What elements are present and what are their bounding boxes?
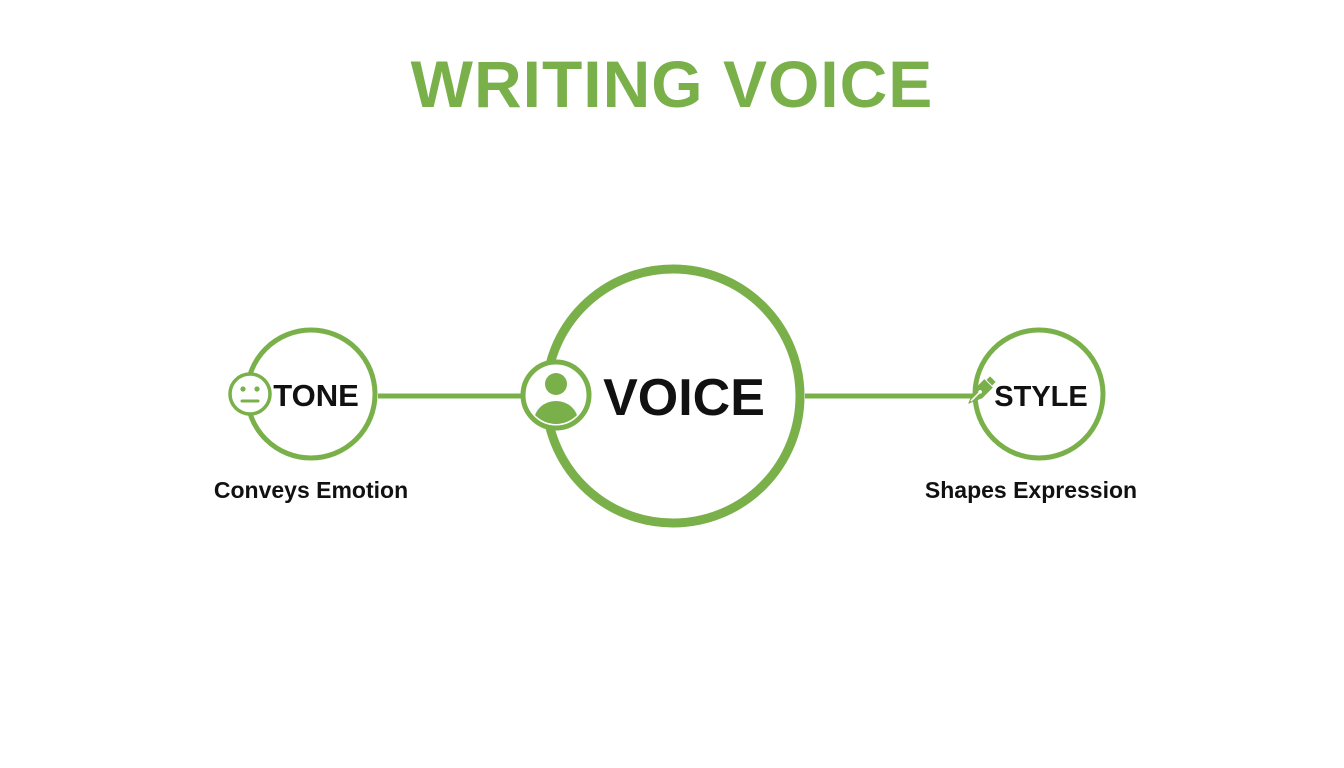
user-avatar-icon bbox=[520, 359, 592, 431]
voice-label: VOICE bbox=[603, 369, 765, 427]
tone-label: TONE bbox=[273, 378, 359, 413]
node-style: STYLE Shapes Expression bbox=[925, 327, 1137, 503]
page-title: WRITING VOICE bbox=[410, 47, 934, 121]
fountain-pen-icon bbox=[968, 376, 996, 404]
style-label: STYLE bbox=[994, 381, 1087, 413]
node-voice: VOICE bbox=[520, 264, 805, 528]
style-caption: Shapes Expression bbox=[925, 477, 1137, 503]
node-tone: TONE Conveys Emotion bbox=[214, 327, 408, 503]
tone-caption: Conveys Emotion bbox=[214, 477, 408, 503]
neutral-face-icon bbox=[228, 372, 272, 416]
